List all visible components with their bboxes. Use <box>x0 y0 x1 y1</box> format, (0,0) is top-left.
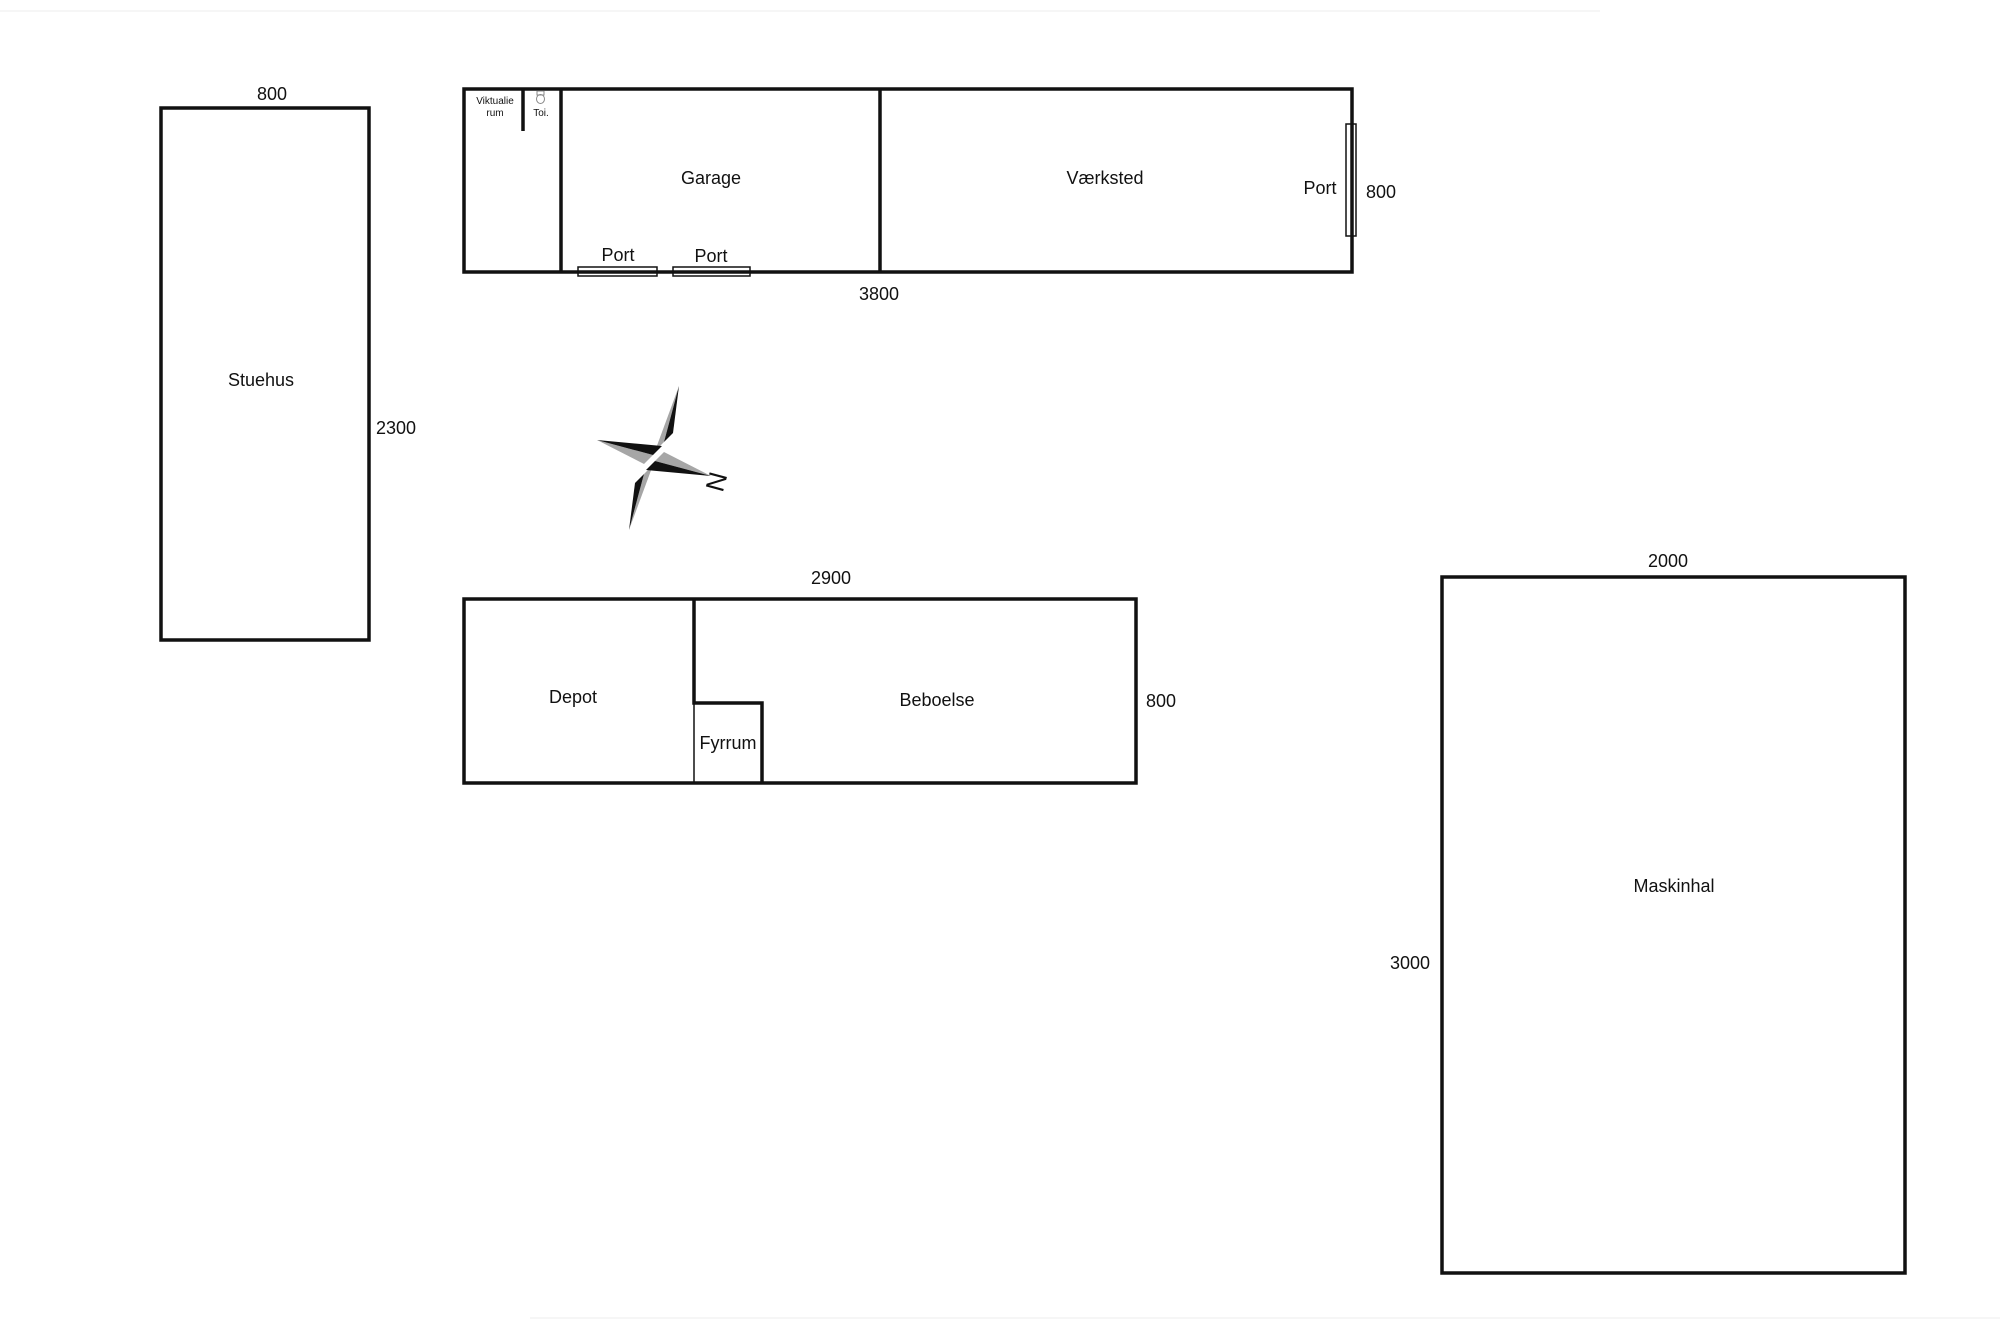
north-building-outline <box>462 87 1354 274</box>
stuehus-width-dimension: 800 <box>257 84 287 104</box>
viktualierum-label-line2: rum <box>486 108 503 119</box>
fyrrum-walls <box>692 599 764 783</box>
port-label-1: Port <box>601 245 634 265</box>
north-building-width-dimension: 800 <box>1366 182 1396 202</box>
toilet-label: Toi. <box>533 108 549 119</box>
vaerksted-label: Værksted <box>1066 168 1143 188</box>
port-door-1 <box>577 266 658 277</box>
port-door-2 <box>672 266 751 277</box>
stuehus-outline <box>159 106 371 642</box>
compass-north-letter: N <box>699 469 733 495</box>
port-label-3: Port <box>1303 178 1336 198</box>
toilet-icon <box>536 90 545 104</box>
stuehus-length-dimension: 2300 <box>376 418 416 438</box>
fyrrum-label: Fyrrum <box>700 733 757 753</box>
garage-label: Garage <box>681 168 741 188</box>
south-building-outline <box>462 597 1138 785</box>
port-door-3 <box>1345 123 1357 237</box>
stuehus-label: Stuehus <box>228 370 294 390</box>
building-north: Viktualie rum Toi. Garage Værksted Port … <box>462 87 1396 304</box>
viktualierum-label-line1: Viktualie <box>476 96 514 107</box>
beboelse-label: Beboelse <box>899 690 974 710</box>
building-maskinhal: Maskinhal 2000 3000 <box>1390 551 1907 1275</box>
port-label-2: Port <box>694 246 727 266</box>
depot-label: Depot <box>549 687 597 707</box>
maskinhal-length-dimension: 3000 <box>1390 953 1430 973</box>
south-building-width-dimension: 800 <box>1146 691 1176 711</box>
maskinhal-width-dimension: 2000 <box>1648 551 1688 571</box>
maskinhal-label: Maskinhal <box>1633 876 1714 896</box>
building-stuehus: Stuehus 800 2300 <box>159 84 416 642</box>
compass-rose-icon: N <box>597 386 733 530</box>
building-south: Depot Beboelse Fyrrum 2900 800 <box>462 568 1176 785</box>
maskinhal-outline <box>1440 575 1907 1275</box>
south-building-length-dimension: 2900 <box>811 568 851 588</box>
north-building-length-dimension: 3800 <box>859 284 899 304</box>
